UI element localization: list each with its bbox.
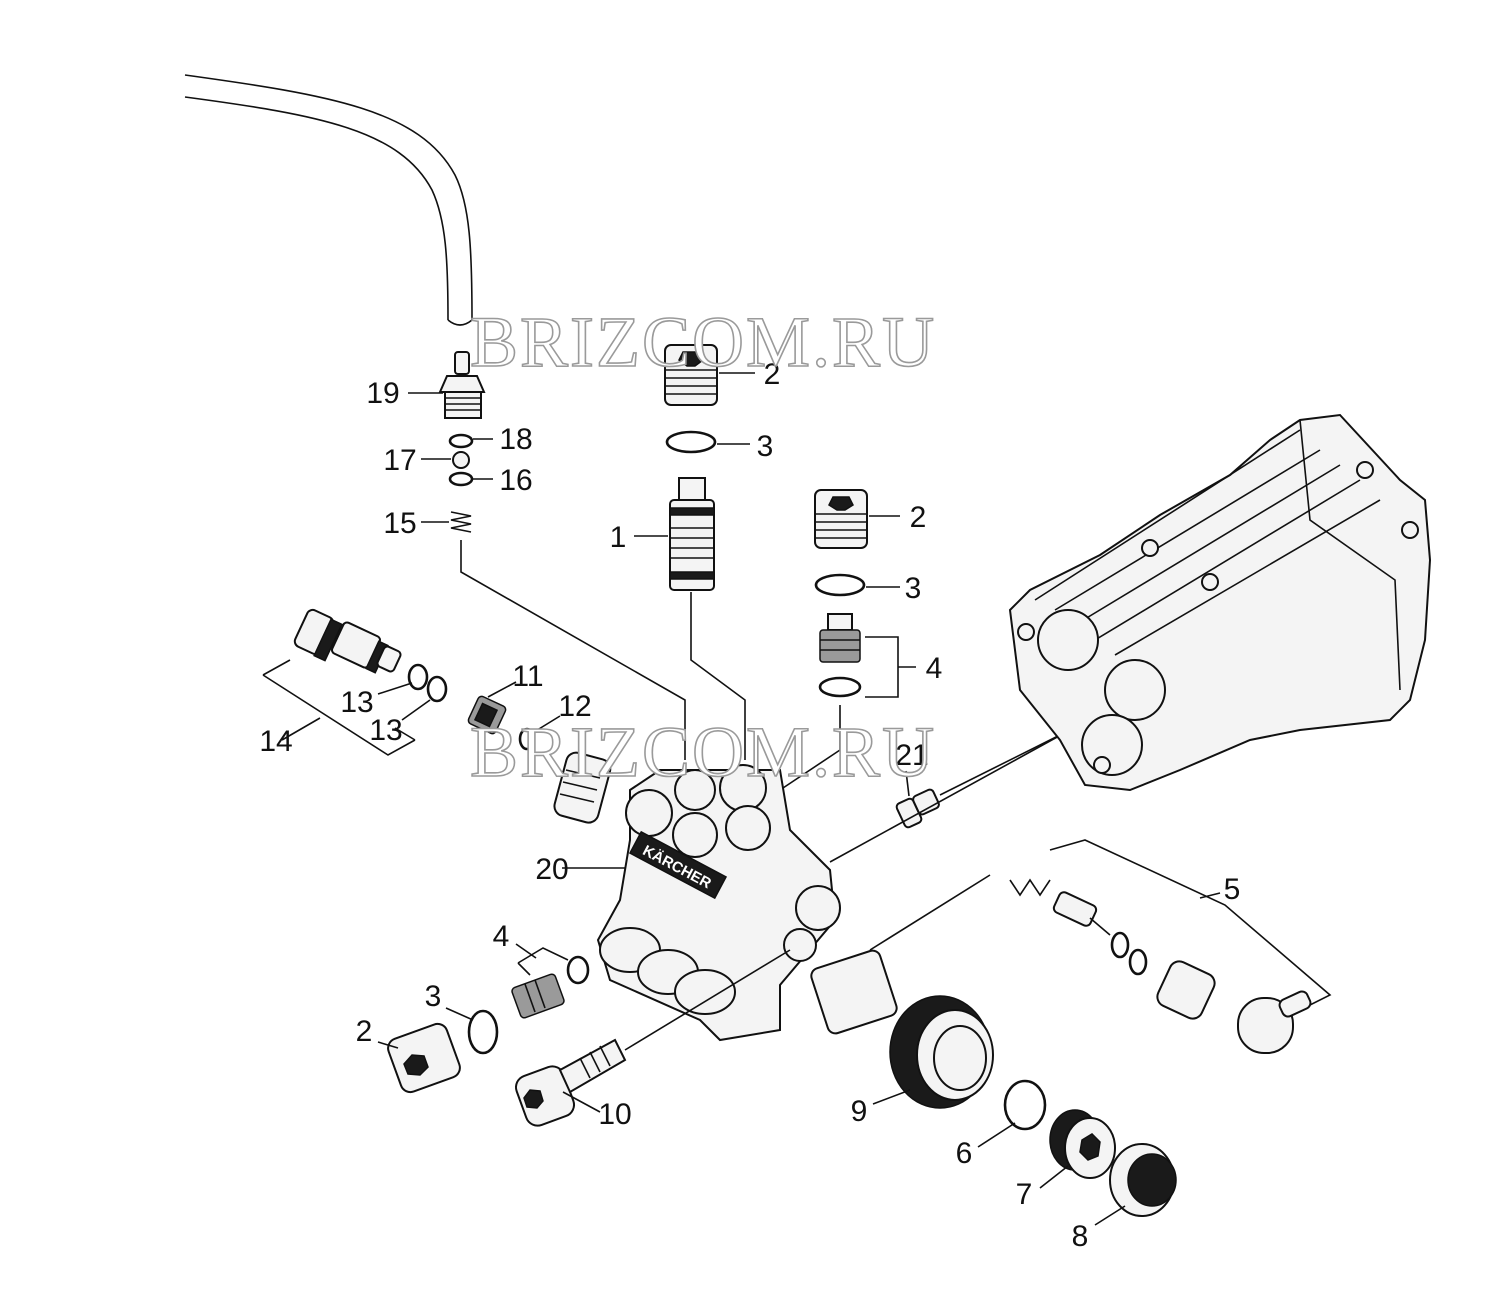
callout-3-top: 3 bbox=[757, 430, 774, 463]
callout-4-low: 4 bbox=[493, 920, 510, 953]
callout-12: 12 bbox=[558, 690, 591, 723]
part-3-oring-mid bbox=[814, 573, 866, 597]
callout-19: 19 bbox=[366, 377, 399, 410]
callout-14: 14 bbox=[259, 725, 292, 758]
callout-4-right: 4 bbox=[926, 652, 943, 685]
bracket-5 bbox=[1049, 839, 1332, 1011]
part-3-oring-low bbox=[467, 1009, 499, 1055]
part-13-oring-a bbox=[407, 663, 429, 691]
callout-6: 6 bbox=[956, 1137, 973, 1170]
part-4-valve-mid bbox=[819, 613, 861, 663]
part-6-oring bbox=[1003, 1079, 1047, 1131]
callout-20: 20 bbox=[535, 853, 568, 886]
bracket-4-low bbox=[517, 947, 569, 976]
part-4-oring-mid bbox=[818, 676, 862, 698]
part-18-oring bbox=[448, 433, 474, 449]
axis-line-5 bbox=[869, 874, 991, 951]
part-1-valve bbox=[669, 477, 715, 591]
part-17-ball bbox=[452, 451, 470, 469]
part-8-filter bbox=[1109, 1143, 1177, 1217]
callout-18: 18 bbox=[499, 423, 532, 456]
part-4-valve-low bbox=[511, 973, 565, 1019]
part-9-cap-nut bbox=[889, 995, 994, 1109]
part-2-plug-top bbox=[664, 344, 718, 406]
callout-2-mid: 2 bbox=[910, 501, 927, 534]
part-3-oring-top bbox=[665, 430, 717, 454]
part-5-relief-valve bbox=[1009, 878, 1312, 1054]
callout-11: 11 bbox=[512, 660, 543, 693]
part-4-oring-low bbox=[566, 955, 590, 985]
leader-10-axis bbox=[624, 949, 791, 1051]
callout-leaders bbox=[281, 372, 1221, 1226]
callout-8: 8 bbox=[1072, 1220, 1089, 1253]
callout-2-top: 2 bbox=[764, 358, 781, 391]
callout-labels: 19 18 17 16 15 2 3 1 2 3 4 11 12 13 13 1… bbox=[259, 358, 1240, 1253]
callout-13-a: 13 bbox=[340, 686, 373, 719]
part-11-nut bbox=[467, 695, 507, 735]
part-15-spring bbox=[450, 511, 472, 533]
part-2-plug-low bbox=[387, 1022, 461, 1094]
callout-10: 10 bbox=[598, 1098, 631, 1131]
part-10-bolt bbox=[514, 1038, 627, 1127]
part-19-fitting bbox=[438, 351, 486, 419]
part-16-oring bbox=[448, 471, 474, 487]
watermark-top: BRIZCOM.RU bbox=[470, 302, 936, 382]
axis-line-pump bbox=[829, 729, 1071, 863]
watermark-middle: BRIZCOM.RU bbox=[470, 712, 936, 792]
callout-5: 5 bbox=[1224, 873, 1241, 906]
leader-4-mid bbox=[779, 705, 841, 791]
part-2-plug-mid bbox=[814, 489, 868, 549]
callout-9: 9 bbox=[851, 1095, 868, 1128]
callout-15: 15 bbox=[383, 507, 416, 540]
part-21-pin bbox=[895, 788, 940, 829]
callout-17: 17 bbox=[383, 444, 416, 477]
pump-crankcase bbox=[1008, 413, 1432, 792]
bracket-4 bbox=[865, 636, 899, 698]
callout-7: 7 bbox=[1016, 1178, 1033, 1211]
callout-13-b: 13 bbox=[369, 714, 402, 747]
leader-15 bbox=[460, 540, 686, 760]
callout-16: 16 bbox=[499, 464, 532, 497]
bracket-14 bbox=[262, 659, 416, 756]
part-20-pump-head: KÄRCHER bbox=[553, 751, 898, 1042]
leader-1 bbox=[690, 592, 746, 760]
callout-1: 1 bbox=[610, 521, 627, 554]
part-14-valve-assembly bbox=[293, 608, 402, 674]
callout-3-mid: 3 bbox=[905, 572, 922, 605]
leader-21 bbox=[939, 729, 1071, 796]
hose bbox=[184, 74, 473, 326]
part-12-oring bbox=[518, 727, 536, 751]
callout-21: 21 bbox=[895, 739, 928, 772]
part-13-oring-b bbox=[426, 675, 448, 703]
part-7-fitting bbox=[1049, 1109, 1116, 1179]
callout-3-low: 3 bbox=[425, 980, 442, 1013]
callout-2-low: 2 bbox=[356, 1015, 373, 1048]
